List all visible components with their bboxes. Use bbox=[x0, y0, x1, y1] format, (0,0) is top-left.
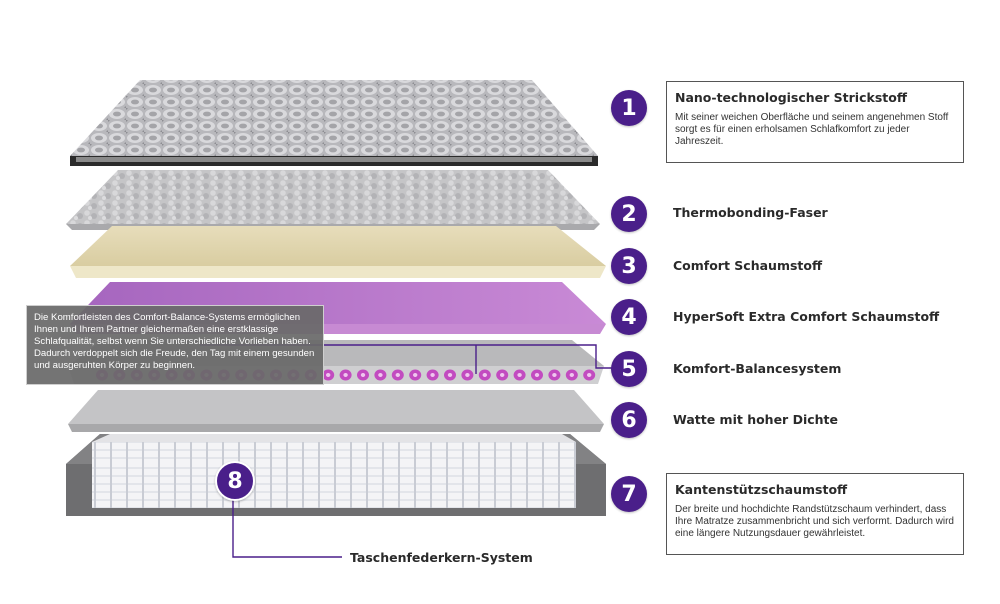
balance-dot-core-13 bbox=[326, 373, 331, 377]
pocket-springs bbox=[92, 442, 576, 508]
infobox-edge-foam-desc: Der breite und hochdichte Randstützschau… bbox=[675, 504, 954, 539]
connector-springs bbox=[232, 497, 342, 558]
connectors bbox=[200, 344, 612, 558]
balance-dot-core-25 bbox=[534, 373, 540, 377]
balance-dot-core-19 bbox=[430, 373, 435, 377]
infobox-knit-fabric-desc: Mit seiner weichen Oberfläche und seinem… bbox=[675, 112, 949, 147]
label-comfort-foam: Comfort Schaumstoff bbox=[673, 258, 823, 273]
label-wadding: Watte mit hoher Dichte bbox=[673, 412, 838, 427]
infobox-edge-foam-title: Kantenstützschaumstoff bbox=[675, 482, 848, 497]
infobox-knit-fabric: Nano-technologischer Strickstoff Mit sei… bbox=[666, 81, 964, 163]
balance-dot-core-26 bbox=[552, 373, 557, 377]
layer-wadding bbox=[68, 390, 604, 432]
balance-dot-core-28 bbox=[587, 373, 592, 377]
balance-dot-core-18 bbox=[413, 373, 418, 377]
balance-dot-core-17 bbox=[395, 373, 400, 377]
layer-comfort-foam bbox=[70, 226, 606, 278]
balance-dot-core-20 bbox=[447, 373, 453, 377]
connector-balance bbox=[200, 344, 612, 369]
badge-8: 8 bbox=[215, 461, 255, 501]
layer-edge-foam bbox=[66, 434, 606, 516]
infobox-knit-fabric-title: Nano-technologischer Strickstoff bbox=[675, 90, 907, 105]
layer-knit-fabric bbox=[70, 80, 598, 166]
balance-dot-core-23 bbox=[500, 373, 505, 377]
badge-3: 3 bbox=[611, 248, 647, 284]
badge-4: 4 bbox=[611, 299, 647, 335]
balance-dot-core-15 bbox=[360, 373, 366, 377]
balance-dot-core-21 bbox=[465, 373, 470, 377]
infobox-edge-foam: Kantenstützschaumstoff Der breite und ho… bbox=[666, 473, 964, 555]
label-hypersoft-foam: HyperSoft Extra Comfort Schaumstoff bbox=[673, 309, 940, 324]
label-thermobonding-fiber: Thermobonding-Faser bbox=[673, 205, 828, 220]
badge-2: 2 bbox=[611, 196, 647, 232]
badge-6: 6 bbox=[611, 402, 647, 438]
balance-dot-core-16 bbox=[378, 373, 383, 377]
balance-dot-core-27 bbox=[569, 373, 574, 377]
balance-dot-core-24 bbox=[517, 373, 522, 377]
label-pocket-springs: Taschenfederkern-System bbox=[350, 550, 533, 565]
balance-dot-core-22 bbox=[482, 373, 487, 377]
balance-dot-core-14 bbox=[343, 373, 348, 377]
badge-7: 7 bbox=[611, 476, 647, 512]
layer-fiber bbox=[66, 170, 600, 230]
badge-5: 5 bbox=[611, 351, 647, 387]
comfort-balance-note: Die Komfortleisten des Comfort-Balance-S… bbox=[26, 305, 324, 385]
label-balance-system: Komfort-Balancesystem bbox=[673, 361, 842, 376]
badge-1: 1 bbox=[611, 90, 647, 126]
